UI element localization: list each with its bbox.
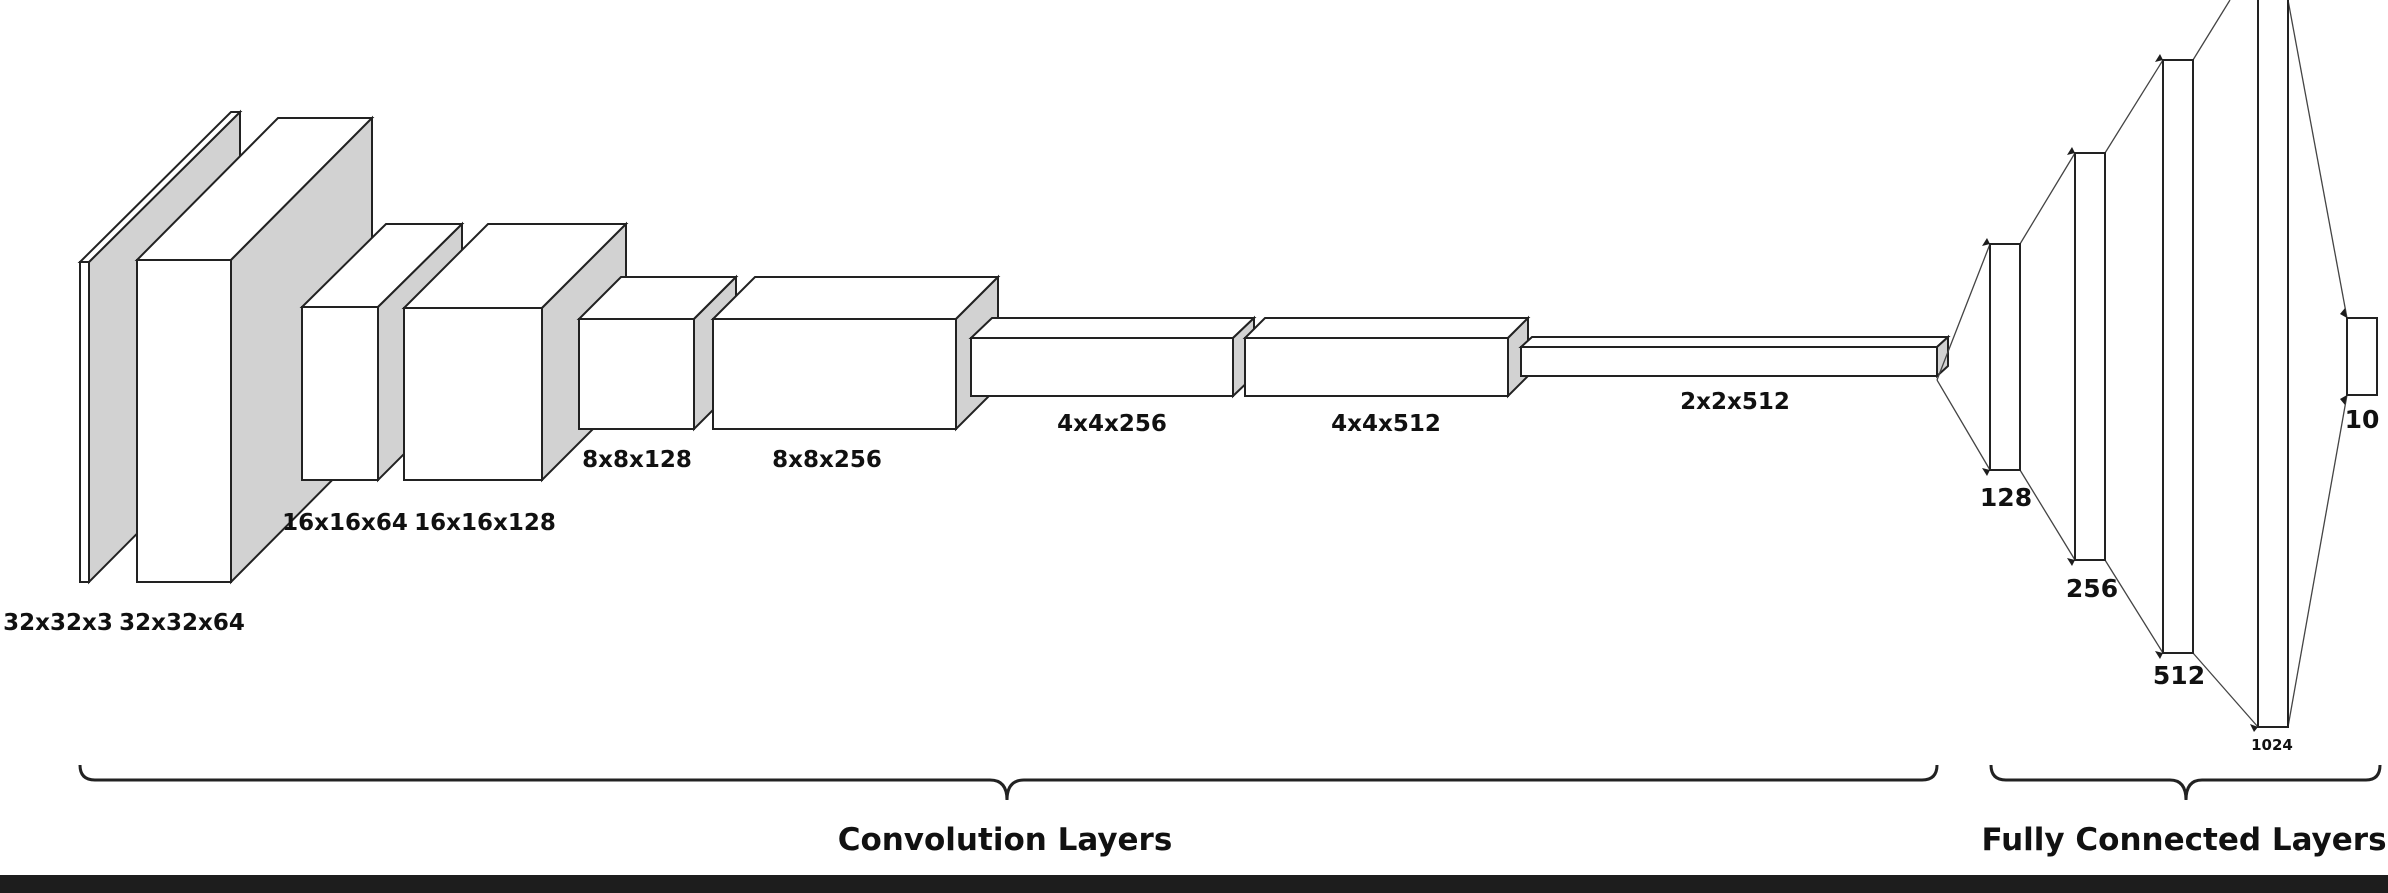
conv-block-2x2x512 xyxy=(1518,334,1951,379)
conv-label-4x4x512: 4x4x512 xyxy=(1331,411,1441,437)
conv-label-32x32x64: 32x32x64 xyxy=(119,610,245,636)
fc-layer-128 xyxy=(1989,243,2021,471)
fc-label-1024: 1024 xyxy=(2251,736,2293,754)
conv-label-32x32x3: 32x32x3 xyxy=(3,610,113,636)
fc-group-title: Fully Connected Layers xyxy=(1981,822,2386,858)
conv-label-16x16x128: 16x16x128 xyxy=(414,510,556,536)
conv-label-16x16x64: 16x16x64 xyxy=(282,510,408,536)
fc-label-10: 10 xyxy=(2345,405,2380,434)
conv-group-brace xyxy=(78,764,1939,801)
fc-layer-1024 xyxy=(2257,0,2289,728)
conv-label-4x4x256: 4x4x256 xyxy=(1057,411,1167,437)
fc-label-256: 256 xyxy=(2066,574,2118,603)
conv-label-8x8x256: 8x8x256 xyxy=(772,447,882,473)
conv-group-title: Convolution Layers xyxy=(838,822,1173,858)
conv-label-8x8x128: 8x8x128 xyxy=(582,447,692,473)
conv-label-2x2x512: 2x2x512 xyxy=(1680,389,1790,415)
fc-layer-256 xyxy=(2074,152,2106,561)
conv-block-4x4x512 xyxy=(1242,315,1531,399)
fc-group-brace xyxy=(1989,764,2382,801)
fc-connectors xyxy=(1936,0,2348,728)
conv-block-4x4x256 xyxy=(968,315,1257,399)
conv-block-8x8x256 xyxy=(710,274,1001,432)
bottom-bar xyxy=(0,875,2388,893)
fc-label-512: 512 xyxy=(2153,661,2205,690)
fc-layer-10 xyxy=(2346,317,2378,396)
conv-block-8x8x128 xyxy=(576,274,739,432)
fc-label-128: 128 xyxy=(1980,483,2032,512)
fc-arrowheads xyxy=(1982,54,2347,732)
fc-layer-512 xyxy=(2162,59,2194,654)
